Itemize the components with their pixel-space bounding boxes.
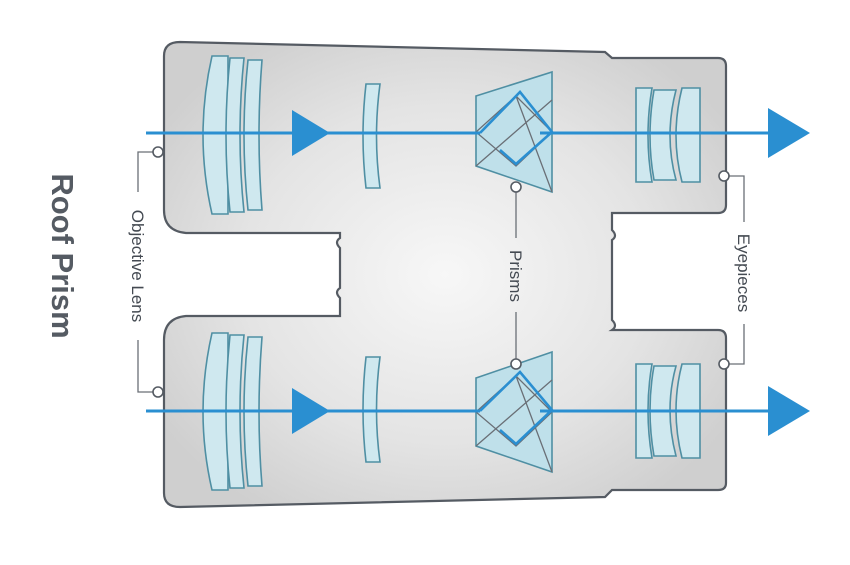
lower-light-path — [146, 370, 810, 446]
upper-objective-lens-1 — [202, 55, 229, 215]
upper-objective-lens-3 — [243, 59, 263, 211]
objective-marker-top — [152, 146, 164, 158]
lower-exit-arrow — [768, 386, 810, 436]
objective-leaders — [137, 146, 164, 398]
lower-mid-arrow — [292, 388, 330, 434]
upper-eyepiece-lens-2 — [649, 89, 678, 181]
diagram-title: Roof Prism — [45, 173, 80, 338]
upper-focus-lens — [362, 83, 381, 189]
binocular-body — [162, 40, 728, 509]
upper-objective-lens-2 — [225, 57, 245, 213]
lower-tube-optics — [202, 332, 701, 491]
prism-leaders — [510, 181, 522, 370]
eyepiece-leaders — [718, 170, 745, 370]
objective-marker-bottom — [152, 386, 164, 398]
prisms-label: Prisms — [506, 250, 525, 302]
prism-marker-bottom — [510, 358, 522, 370]
eyepiece-marker-bottom — [718, 358, 730, 370]
upper-mid-arrow — [292, 110, 330, 156]
eyepieces-label: Eyepieces — [734, 234, 753, 312]
upper-eyepiece-lens-1 — [635, 87, 653, 183]
objective-lens-label: Objective Lens — [128, 210, 147, 322]
upper-eyepiece-lens-3 — [675, 87, 701, 183]
upper-exit-arrow — [768, 108, 810, 158]
upper-tube-optics — [202, 55, 701, 215]
eyepiece-marker-top — [718, 170, 730, 182]
prism-marker-top — [510, 181, 522, 193]
upper-light-path — [146, 90, 810, 166]
